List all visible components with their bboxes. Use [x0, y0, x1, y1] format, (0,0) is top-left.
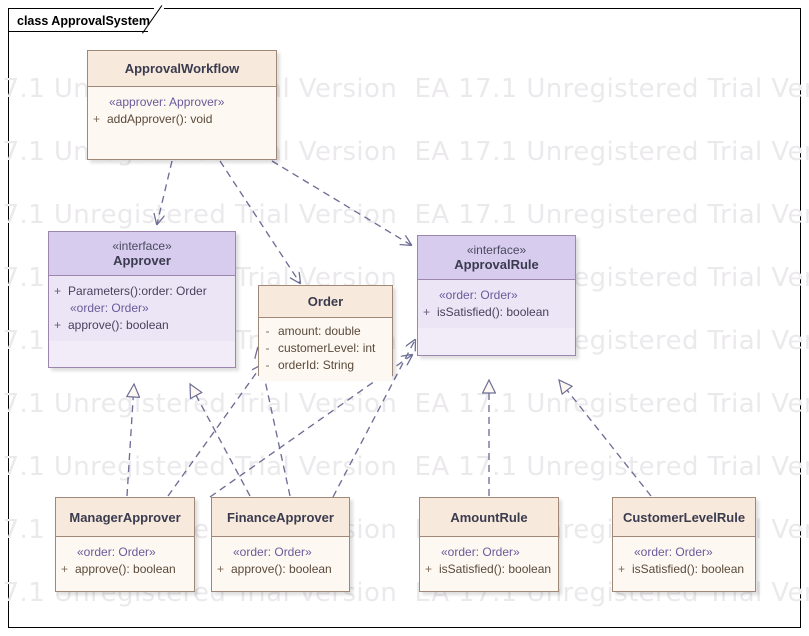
member-text: approve(): boolean	[231, 562, 332, 576]
class-body-amountrule: «order: Order» + isSatisfied(): boolean	[420, 537, 558, 585]
visibility-marker: +	[53, 318, 61, 332]
interface-box-approvalrule[interactable]: «interface» ApprovalRule «order: Order» …	[417, 235, 576, 356]
class-body-approver: + Parameters():order: Order «order: Orde…	[49, 276, 235, 341]
visibility-marker: -	[265, 358, 270, 372]
class-header-approvalworkflow: ApprovalWorkflow	[88, 51, 276, 87]
visibility-marker: +	[53, 284, 61, 298]
class-body-customerlevelrule: «order: Order» + isSatisfied(): boolean	[613, 537, 755, 585]
member-text: amount: double	[278, 324, 361, 338]
class-member: + isSatisfied(): boolean	[420, 561, 558, 578]
class-member: «order: Order»	[420, 544, 558, 561]
class-member: + approve(): boolean	[56, 561, 194, 578]
interface-box-approver[interactable]: «interface» Approver + Parameters():orde…	[48, 231, 236, 368]
class-header-financeapprover: FinanceApprover	[212, 498, 349, 537]
class-member: - amount: double	[259, 323, 392, 340]
class-box-approvalworkflow[interactable]: ApprovalWorkflow «approver: Approver» + …	[87, 50, 277, 160]
diagram-tab-label: class ApprovalSystem	[17, 13, 150, 28]
class-title: AmountRule	[450, 509, 528, 525]
visibility-marker: +	[422, 305, 430, 319]
class-member: «order: Order»	[56, 544, 194, 561]
class-body-managerapprover: «order: Order» + approve(): boolean	[56, 537, 194, 585]
connector-customerlevelrule-approvalrule	[559, 380, 652, 497]
class-header-approver: «interface» Approver	[49, 232, 235, 276]
class-member: - orderId: String	[259, 357, 392, 374]
class-box-amountrule[interactable]: AmountRule «order: Order» + isSatisfied(…	[419, 497, 559, 592]
visibility-marker: -	[265, 324, 270, 338]
member-text: isSatisfied(): boolean	[439, 562, 552, 576]
connector-approvalworkflow-approver	[157, 160, 173, 224]
class-header-managerapprover: ManagerApprover	[56, 498, 194, 537]
class-member: + isSatisfied(): boolean	[418, 304, 575, 321]
class-body-order: - amount: double - customerLevel: int - …	[259, 318, 392, 381]
connector-financeapprover-approver	[190, 384, 251, 497]
member-text: «order: Order»	[233, 545, 312, 559]
watermark-line: EA 17.1 Unregistered Trial Version EA 17…	[0, 452, 809, 482]
member-text: «order: Order»	[634, 545, 713, 559]
watermark-line: EA 17.1 Unregistered Trial Version EA 17…	[0, 200, 809, 230]
stereotype-label: «interface»	[466, 243, 527, 257]
visibility-marker: +	[216, 562, 224, 576]
class-box-order[interactable]: Order - amount: double - customerLevel: …	[258, 285, 393, 381]
watermark-line: EA 17.1 Unregistered Trial Version EA 17…	[0, 389, 809, 419]
stereotype-label: «interface»	[112, 239, 172, 253]
member-text: approve(): boolean	[75, 562, 176, 576]
class-body-approvalworkflow: «approver: Approver» + addApprover(): vo…	[88, 87, 276, 135]
member-text: «order: Order»	[70, 301, 149, 315]
connector-approvalworkflow-approvalrule	[271, 160, 411, 245]
class-member: + isSatisfied(): boolean	[613, 561, 755, 578]
class-title: ManagerApprover	[69, 509, 181, 525]
class-header-order: Order	[259, 286, 392, 318]
visibility-marker: +	[424, 562, 432, 576]
class-member: - customerLevel: int	[259, 340, 392, 357]
connector-managerapprover-approver	[127, 384, 134, 497]
class-title: ApprovalWorkflow	[124, 61, 240, 76]
class-box-managerapprover[interactable]: ManagerApprover «order: Order» + approve…	[55, 497, 195, 592]
class-box-financeapprover[interactable]: FinanceApprover «order: Order» + approve…	[211, 497, 350, 592]
class-member: + approve(): boolean	[49, 317, 235, 334]
class-member: «approver: Approver»	[88, 94, 276, 111]
visibility-marker: +	[92, 112, 100, 126]
class-member: «order: Order»	[212, 544, 349, 561]
class-member: + approve(): boolean	[212, 561, 349, 578]
member-text: Parameters():order: Order	[68, 284, 207, 298]
class-header-customerlevelrule: CustomerLevelRule	[613, 498, 755, 537]
class-member: «order: Order»	[418, 287, 575, 304]
class-box-customerlevelrule[interactable]: CustomerLevelRule «order: Order» + isSat…	[612, 497, 756, 592]
member-text: isSatisfied(): boolean	[437, 305, 550, 319]
visibility-marker: +	[60, 562, 68, 576]
class-member: «order: Order»	[49, 300, 235, 317]
member-text: isSatisfied(): boolean	[632, 562, 745, 576]
member-text: «order: Order»	[77, 545, 156, 559]
class-title: FinanceApprover	[227, 509, 334, 525]
class-title: Approver	[113, 253, 171, 268]
class-header-amountrule: AmountRule	[420, 498, 558, 537]
member-text: «order: Order»	[439, 288, 518, 302]
class-member: + Parameters():order: Order	[49, 283, 235, 300]
class-header-approvalrule: «interface» ApprovalRule	[418, 236, 575, 280]
class-body-financeapprover: «order: Order» + approve(): boolean	[212, 537, 349, 585]
class-body-approvalrule: «order: Order» + isSatisfied(): boolean	[418, 280, 575, 328]
class-title: ApprovalRule	[454, 257, 539, 272]
class-member: «order: Order»	[613, 544, 755, 561]
class-title: Order	[307, 294, 344, 309]
class-title: CustomerLevelRule	[622, 509, 746, 525]
visibility-marker: -	[265, 341, 270, 355]
member-text: «order: Order»	[441, 545, 520, 559]
connector-managerapprover-order	[167, 365, 262, 497]
member-text: «approver: Approver»	[109, 95, 225, 109]
diagram-tab-underline	[9, 31, 148, 32]
diagram-tab[interactable]: class ApprovalSystem	[8, 5, 163, 34]
visibility-marker: +	[617, 562, 625, 576]
member-text: approve(): boolean	[68, 318, 169, 332]
member-text: orderId: String	[278, 358, 355, 372]
class-member: + addApprover(): void	[88, 111, 276, 128]
member-text: addApprover(): void	[107, 112, 213, 126]
member-text: customerLevel: int	[278, 341, 376, 355]
